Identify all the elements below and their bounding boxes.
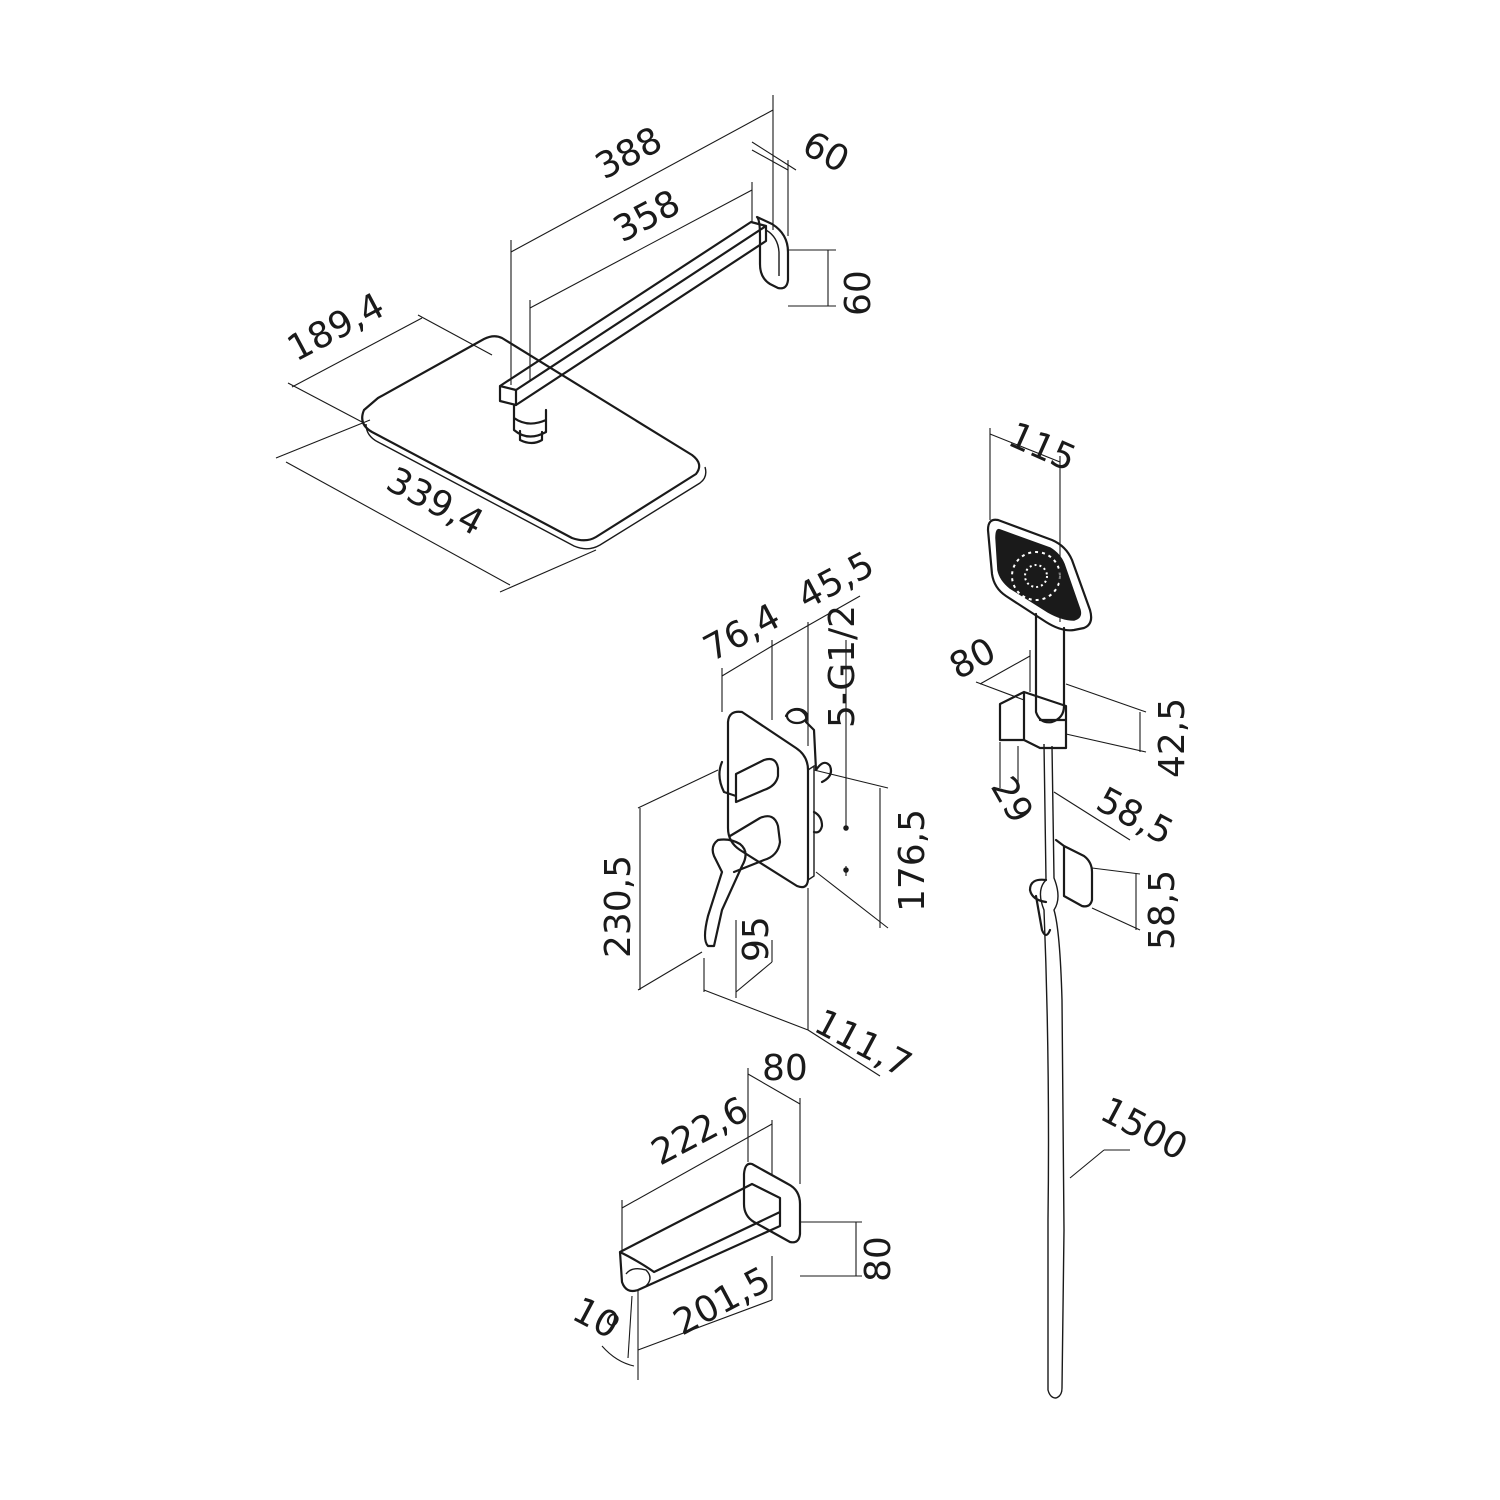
spout-dimensions [601, 1068, 862, 1380]
dim-flange-height: 80 [858, 1236, 899, 1282]
dim-holder-height: 42,5 [1152, 698, 1193, 778]
dim-thread: 5-G1/2 [822, 605, 863, 728]
bath-spout: 80 222,6 80 201,5 10 o [566, 1048, 899, 1380]
dim-handle-offset: 95 [736, 916, 777, 962]
dim-hose-length: 1500 [1094, 1090, 1194, 1169]
mixer-lever [703, 838, 747, 948]
mixer-inlet-top [785, 707, 809, 725]
shower-head-plate-edge [365, 423, 707, 550]
dim-head-width: 189,4 [281, 285, 391, 370]
dim-hand-head-width: 115 [1002, 415, 1081, 480]
dim-total-depth: 111,7 [808, 1002, 918, 1087]
hand-shower-center [1024, 564, 1048, 588]
wall-outlet-connector [1028, 878, 1052, 937]
shower-head-plate [361, 335, 701, 542]
dim-arm-flange-height: 60 [838, 270, 879, 316]
hand-shower-face [995, 528, 1082, 621]
hand-shower-handle [1034, 612, 1066, 724]
dim-arm-total-length: 388 [589, 119, 669, 187]
mixer: 76,4 45,5 5-G1/2 176,5 230,5 95 111,7 [598, 544, 933, 1086]
dim-total-height: 230,5 [598, 855, 639, 958]
shower-hose [1039, 743, 1065, 1399]
dim-outlet-height: 58,5 [1142, 870, 1183, 950]
mixer-plate-side [807, 764, 815, 881]
dim-arm-length: 358 [607, 182, 687, 250]
mixer-cartridge [728, 815, 782, 874]
arm-wall-flange-inner [765, 229, 780, 276]
dim-spout-reach: 201,5 [667, 1259, 777, 1344]
dim-flange-width: 80 [762, 1048, 808, 1089]
mixer-plate [726, 710, 810, 889]
shower-arm [498, 220, 768, 407]
arm-wall-flange [755, 215, 790, 290]
diverter-knob [718, 757, 780, 804]
mixer-dimensions [637, 595, 889, 1077]
dim-holder-width: 80 [943, 630, 1003, 688]
wall-outlet [1054, 838, 1094, 908]
dim-holder-depth: 29 [982, 770, 1040, 830]
dim-spout-length: 222,6 [645, 1089, 755, 1174]
overhead-shower: 388 358 60 60 189,4 339,4 [275, 95, 879, 593]
dim-outlet-depth: 58,5 [1090, 780, 1180, 854]
hand-shower-head [986, 518, 1093, 632]
hand-shower-set: 115 80 42,5 29 58,5 58,5 1500 [943, 415, 1194, 1399]
dim-arm-flange-depth: 60 [796, 124, 856, 182]
hand-shower-dimensions [975, 428, 1147, 1179]
spout-body [618, 1182, 782, 1293]
hand-shower-holder [998, 690, 1068, 750]
spout-outlet [625, 1267, 651, 1287]
spout-flange [742, 1162, 802, 1244]
overhead-dimensions [275, 95, 836, 593]
dim-plate-height: 176,5 [892, 809, 933, 912]
head-connector [512, 404, 548, 445]
dim-plate-width: 76,4 [697, 596, 787, 670]
